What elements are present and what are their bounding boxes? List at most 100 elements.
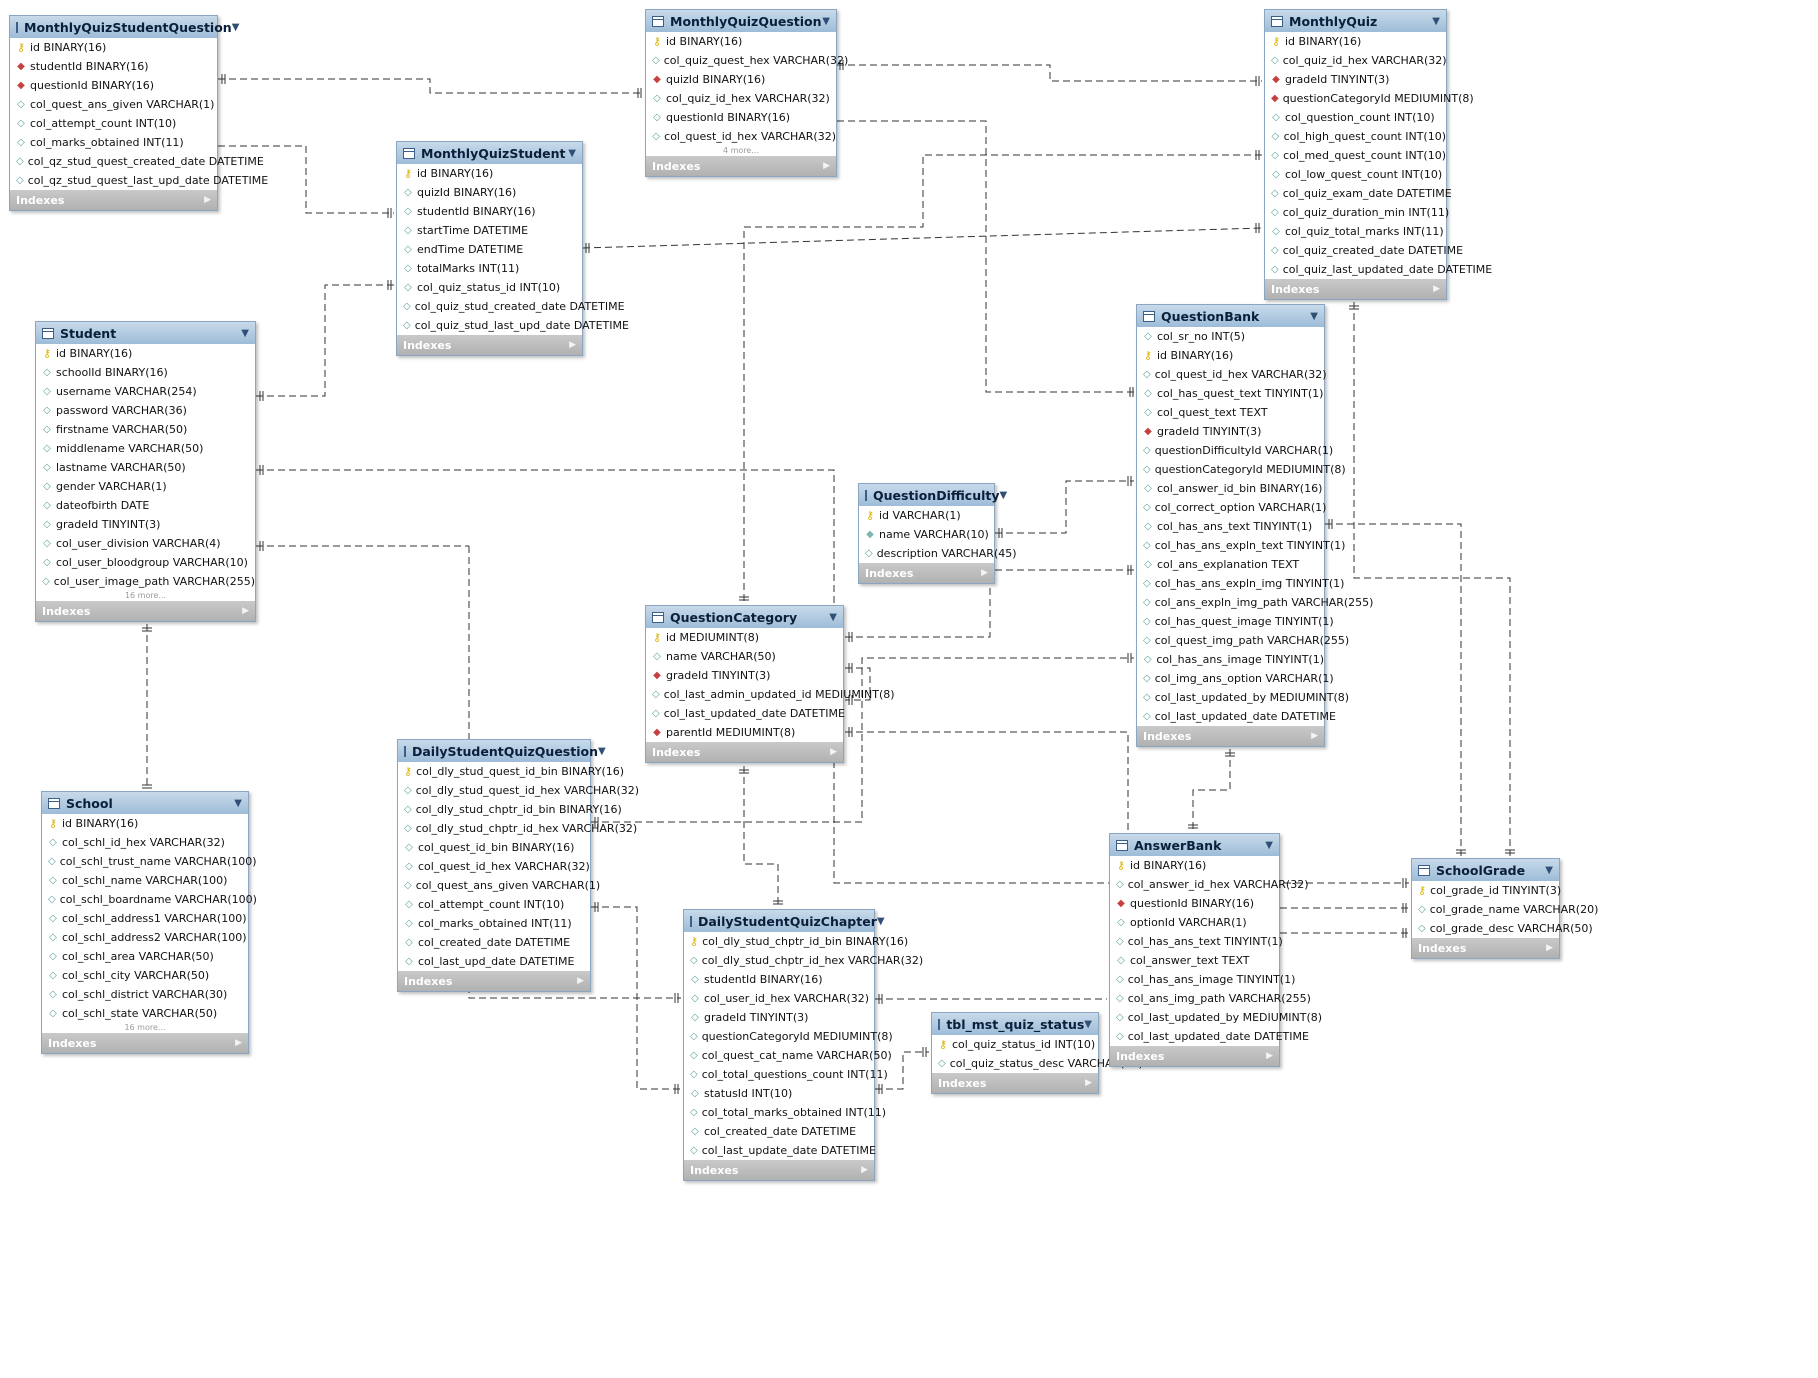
column-row[interactable]: ◇col_marks_obtained INT(11) — [10, 133, 217, 152]
column-row[interactable]: ◇col_quest_id_hex VARCHAR(32) — [398, 857, 590, 876]
indexes-section[interactable]: Indexes▶ — [1137, 726, 1324, 746]
column-row[interactable]: ◇col_ans_img_path VARCHAR(255) — [1110, 989, 1311, 1008]
column-row[interactable]: ◇col_last_upd_date DATETIME — [398, 952, 590, 971]
column-row[interactable]: ◇col_quest_id_hex VARCHAR(32) — [646, 127, 836, 146]
expand-arrow-icon[interactable]: ▶ — [204, 195, 211, 205]
column-row[interactable]: ◇col_created_date DATETIME — [398, 933, 590, 952]
column-row[interactable]: ◇col_answer_id_bin BINARY(16) — [1137, 479, 1324, 498]
column-row[interactable]: ◇col_user_image_path VARCHAR(255) — [36, 572, 255, 591]
column-row[interactable]: ◇gender VARCHAR(1) — [36, 477, 255, 496]
expand-arrow-icon[interactable]: ▶ — [823, 161, 830, 171]
column-row[interactable]: ◇endTime DATETIME — [397, 240, 582, 259]
column-row[interactable]: ◇col_answer_id_hex VARCHAR(32) — [1110, 875, 1309, 894]
column-row[interactable]: ◇col_attempt_count INT(10) — [10, 114, 217, 133]
column-row[interactable]: ◇username VARCHAR(254) — [36, 382, 255, 401]
column-row[interactable]: ⚷id MEDIUMINT(8) — [646, 628, 843, 647]
column-row[interactable]: ◇col_ans_explanation TEXT — [1137, 555, 1324, 574]
column-row[interactable]: ◇col_quiz_quest_hex VARCHAR(32) — [646, 51, 848, 70]
column-row[interactable]: ◇col_answer_text TEXT — [1110, 951, 1279, 970]
column-row[interactable]: ◇col_has_ans_expln_img TINYINT(1) — [1137, 574, 1344, 593]
indexes-section[interactable]: Indexes▶ — [36, 601, 255, 621]
column-row[interactable]: ◇col_grade_name VARCHAR(20) — [1412, 900, 1598, 919]
column-row[interactable]: ◇col_quest_text TEXT — [1137, 403, 1324, 422]
table-header[interactable]: MonthlyQuiz▼ — [1265, 10, 1446, 32]
column-row[interactable]: ◇col_quiz_exam_date DATETIME — [1265, 184, 1452, 203]
column-row[interactable]: ◆questionCategoryId MEDIUMINT(8) — [1265, 89, 1474, 108]
column-row[interactable]: ◇col_has_ans_expln_text TINYINT(1) — [1137, 536, 1345, 555]
column-row[interactable]: ◇col_quest_cat_name VARCHAR(50) — [684, 1046, 892, 1065]
column-row[interactable]: ◇optionId VARCHAR(1) — [1110, 913, 1279, 932]
expand-arrow-icon[interactable]: ▶ — [1433, 284, 1440, 294]
table-header[interactable]: QuestionCategory▼ — [646, 606, 843, 628]
column-row[interactable]: ◇totalMarks INT(11) — [397, 259, 582, 278]
column-row[interactable]: ◇col_last_update_date DATETIME — [684, 1141, 876, 1160]
collapse-arrow-icon[interactable]: ▼ — [1084, 1018, 1092, 1030]
collapse-arrow-icon[interactable]: ▼ — [1545, 864, 1553, 876]
more-columns-label[interactable]: 4 more... — [723, 146, 759, 155]
indexes-section[interactable]: Indexes▶ — [1265, 279, 1446, 299]
column-row[interactable]: ◇col_quest_img_path VARCHAR(255) — [1137, 631, 1349, 650]
table-header[interactable]: MonthlyQuizStudent▼ — [397, 142, 582, 164]
column-row[interactable]: ◇startTime DATETIME — [397, 221, 582, 240]
column-row[interactable]: ◇col_quiz_stud_created_date DATETIME — [397, 297, 625, 316]
relationship-line[interactable] — [1325, 523, 1462, 856]
relationship-line[interactable] — [1353, 302, 1511, 856]
expand-arrow-icon[interactable]: ▶ — [1085, 1078, 1092, 1088]
collapse-arrow-icon[interactable]: ▼ — [999, 489, 1008, 501]
collapse-arrow-icon[interactable]: ▼ — [241, 327, 249, 339]
column-row[interactable]: ◇col_schl_id_hex VARCHAR(32) — [42, 833, 248, 852]
indexes-section[interactable]: Indexes▶ — [646, 156, 836, 176]
column-row[interactable]: ◇firstname VARCHAR(50) — [36, 420, 255, 439]
column-row[interactable]: ◇col_last_updated_date DATETIME — [646, 704, 845, 723]
column-row[interactable]: ⚷col_grade_id TINYINT(3) — [1412, 881, 1561, 900]
column-row[interactable]: ⚷id BINARY(16) — [1137, 346, 1324, 365]
column-row[interactable]: ◇col_schl_area VARCHAR(50) — [42, 947, 248, 966]
column-row[interactable]: ◇col_schl_name VARCHAR(100) — [42, 871, 248, 890]
column-row[interactable]: ◆questionId BINARY(16) — [1110, 894, 1279, 913]
table-header[interactable]: MonthlyQuizQuestion▼ — [646, 10, 836, 32]
column-row[interactable]: ◇dateofbirth DATE — [36, 496, 255, 515]
expand-arrow-icon[interactable]: ▶ — [235, 1038, 242, 1048]
table-mqq[interactable]: MonthlyQuizQuestion▼⚷id BINARY(16)◇col_q… — [645, 9, 848, 177]
column-row[interactable]: ◇questionCategoryId MEDIUMINT(8) — [1137, 460, 1346, 479]
column-row[interactable]: ◇col_created_date DATETIME — [684, 1122, 874, 1141]
column-row[interactable]: ◇col_question_count INT(10) — [1265, 108, 1446, 127]
column-row[interactable]: ◇col_quest_ans_given VARCHAR(1) — [10, 95, 217, 114]
collapse-arrow-icon[interactable]: ▼ — [231, 21, 240, 33]
expand-arrow-icon[interactable]: ▶ — [569, 340, 576, 350]
relationship-line[interactable] — [1192, 749, 1231, 831]
column-row[interactable]: ◇col_schl_trust_name VARCHAR(100) — [42, 852, 257, 871]
column-row[interactable]: ◇col_qz_stud_quest_last_upd_date DATETIM… — [10, 171, 268, 190]
table-header[interactable]: DailyStudentQuizChapter▼ — [684, 910, 885, 932]
indexes-section[interactable]: Indexes▶ — [398, 971, 590, 991]
column-row[interactable]: ⚷id BINARY(16) — [1265, 32, 1446, 51]
relationship-line[interactable] — [995, 480, 1134, 534]
column-row[interactable]: ◇col_quiz_status_id INT(10) — [397, 278, 582, 297]
table-header[interactable]: DailyStudentQuizQuestion▼ — [398, 740, 606, 762]
column-row[interactable]: ◇studentId BINARY(16) — [684, 970, 874, 989]
column-row[interactable]: ◇col_quiz_duration_min INT(11) — [1265, 203, 1449, 222]
column-row[interactable]: ⚷col_dly_stud_chptr_id_bin BINARY(16) — [684, 932, 908, 951]
column-row[interactable]: ◇col_ans_expln_img_path VARCHAR(255) — [1137, 593, 1373, 612]
column-row[interactable]: ◇col_qz_stud_quest_created_date DATETIME — [10, 152, 264, 171]
table-qd[interactable]: QuestionDifficulty▼⚷id VARCHAR(1)◆name V… — [858, 483, 1017, 584]
column-row[interactable]: ◇col_dly_stud_chptr_id_hex VARCHAR(32) — [684, 951, 923, 970]
expand-arrow-icon[interactable]: ▶ — [1266, 1051, 1273, 1061]
collapse-arrow-icon[interactable]: ▼ — [1310, 310, 1318, 322]
column-row[interactable]: ⚷id BINARY(16) — [1110, 856, 1279, 875]
column-row[interactable]: ◇col_total_marks_obtained INT(11) — [684, 1103, 886, 1122]
column-row[interactable]: ◇schoolId BINARY(16) — [36, 363, 255, 382]
relationship-line[interactable] — [837, 64, 1262, 82]
expand-arrow-icon[interactable]: ▶ — [1546, 943, 1553, 953]
column-row[interactable]: ◇description VARCHAR(45) — [859, 544, 1017, 563]
relationship-line[interactable] — [582, 227, 1263, 249]
table-stu[interactable]: Student▼⚷id BINARY(16)◇schoolId BINARY(1… — [35, 321, 256, 622]
column-row[interactable]: ◇col_high_quest_count INT(10) — [1265, 127, 1446, 146]
table-header[interactable]: QuestionDifficulty▼ — [859, 484, 1007, 506]
column-row[interactable]: ◇questionCategoryId MEDIUMINT(8) — [684, 1027, 893, 1046]
column-row[interactable]: ◆questionId BINARY(16) — [10, 76, 217, 95]
column-row[interactable]: ⚷id BINARY(16) — [397, 164, 582, 183]
table-tmqs[interactable]: tbl_mst_quiz_status▼⚷col_quiz_status_id … — [931, 1012, 1143, 1094]
indexes-section[interactable]: Indexes▶ — [397, 335, 582, 355]
column-row[interactable]: ◇col_schl_district VARCHAR(30) — [42, 985, 248, 1004]
